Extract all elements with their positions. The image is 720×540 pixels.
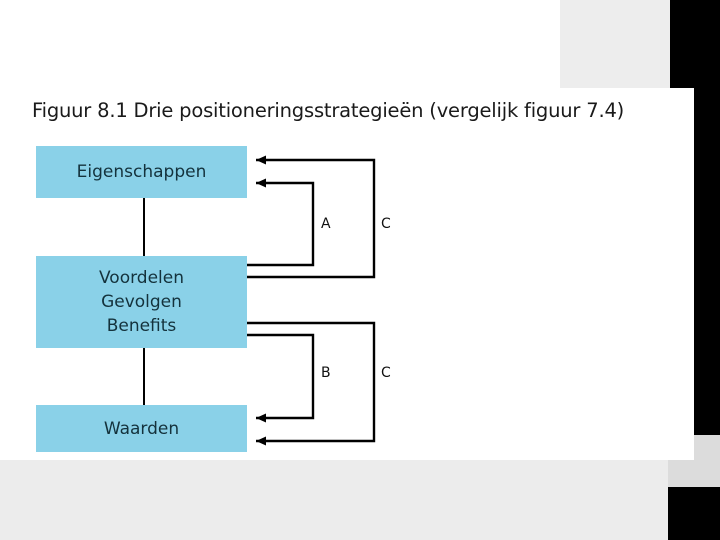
loop-arrow-c-top xyxy=(247,155,376,279)
node-voordelen-line-2: Gevolgen xyxy=(101,292,182,312)
node-voordelen: Voordelen Gevolgen Benefits xyxy=(36,256,247,348)
loop-label-c-bottom: C xyxy=(381,365,391,381)
loop-arrow-b xyxy=(247,333,315,423)
node-waarden-line-1: Waarden xyxy=(103,418,180,439)
decorative-band-bottom xyxy=(0,458,670,540)
decorative-band-bottom-right xyxy=(668,487,720,540)
node-eigenschappen: Eigenschappen xyxy=(36,146,247,198)
diagram-canvas: Eigenschappen Voordelen Gevolgen Benefit… xyxy=(0,88,694,460)
connector-voordelen-waarden xyxy=(143,348,145,405)
node-voordelen-line-3: Benefits xyxy=(106,316,177,336)
node-voordelen-line-1: Voordelen xyxy=(98,268,184,288)
loop-label-b: B xyxy=(321,365,331,381)
node-waarden: Waarden xyxy=(36,405,247,452)
loop-arrow-c-bottom xyxy=(247,321,376,446)
connector-eigenschappen-voordelen xyxy=(143,198,145,256)
loop-label-a: A xyxy=(321,216,331,232)
decorative-band-top-right xyxy=(560,0,670,105)
loop-arrows-group xyxy=(247,155,376,446)
loop-label-c-top: C xyxy=(381,216,391,232)
figure-card: Figuur 8.1 Drie positioneringsstrategieë… xyxy=(0,88,694,460)
figure-title: Figuur 8.1 Drie positioneringsstrategieë… xyxy=(32,99,625,122)
loop-arrow-a xyxy=(247,178,315,267)
node-eigenschappen-line-1: Eigenschappen xyxy=(76,162,207,182)
